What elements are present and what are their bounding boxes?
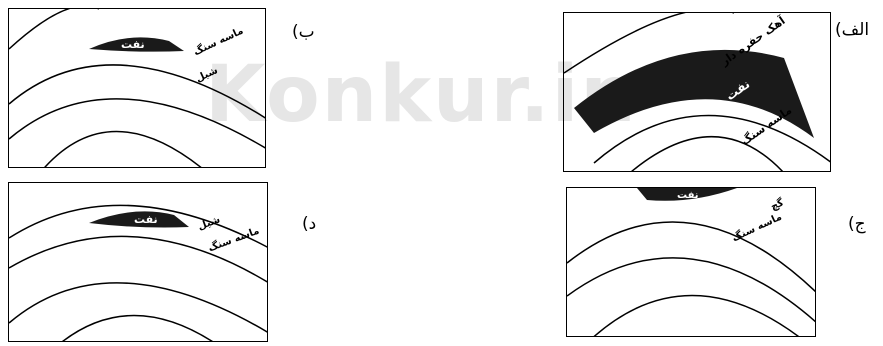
label-sandstone: ماسه سنگ [730, 211, 784, 244]
gypsum-oil-top [637, 188, 737, 201]
label-oil: نفت [677, 190, 699, 201]
sandstone-upper-line [9, 64, 265, 119]
option-dal-label: د) [302, 214, 317, 234]
diagram-alef-svg: آهک حفره دار نفت ماسه سنگ [564, 13, 830, 171]
shale-line [9, 235, 267, 283]
diagram-dal-svg: نفت شیل ماسه سنگ [9, 204, 267, 341]
label-sandstone: ماسه سنگ [192, 25, 246, 58]
label-shale: شیل [197, 214, 222, 232]
inner-fold-line [62, 314, 213, 341]
diagram-be: نفت ماسه سنگ شیل [8, 8, 266, 168]
diagram-jim: نفت گچ ماسه سنگ [566, 187, 816, 337]
oil-pocket [89, 37, 184, 52]
sandstone-lower-line [567, 257, 815, 323]
shale-line [9, 98, 265, 149]
diagram-be-svg: نفت ماسه سنگ شیل [9, 9, 265, 167]
inner-fold-line [631, 136, 784, 171]
oil-boundary-line [567, 221, 815, 293]
option-jim-label: ج) [848, 214, 866, 234]
watermark: Konkur.in [205, 50, 638, 140]
sandstone-lower-line [593, 114, 830, 164]
sandstone-line [9, 282, 267, 333]
top-boundary-line [9, 9, 99, 50]
inner-fold-line [593, 294, 799, 336]
diagram-alef: آهک حفره دار نفت ماسه سنگ [563, 12, 831, 172]
label-oil: نفت [121, 38, 145, 51]
option-be-label: ب) [292, 22, 315, 42]
label-shale: شیل [194, 65, 220, 85]
top-boundary-line [9, 204, 267, 248]
option-alef-label: الف) [835, 20, 870, 40]
label-gypsum: گچ [768, 195, 785, 212]
oil-pocket [89, 211, 189, 228]
oil-layer-band [574, 49, 814, 139]
label-oil: نفت [134, 213, 158, 226]
diagram-jim-svg: نفت گچ ماسه سنگ [567, 188, 815, 336]
diagram-dal: نفت شیل ماسه سنگ [8, 182, 268, 342]
top-boundary-line [564, 13, 734, 74]
inner-fold-line [44, 130, 202, 167]
